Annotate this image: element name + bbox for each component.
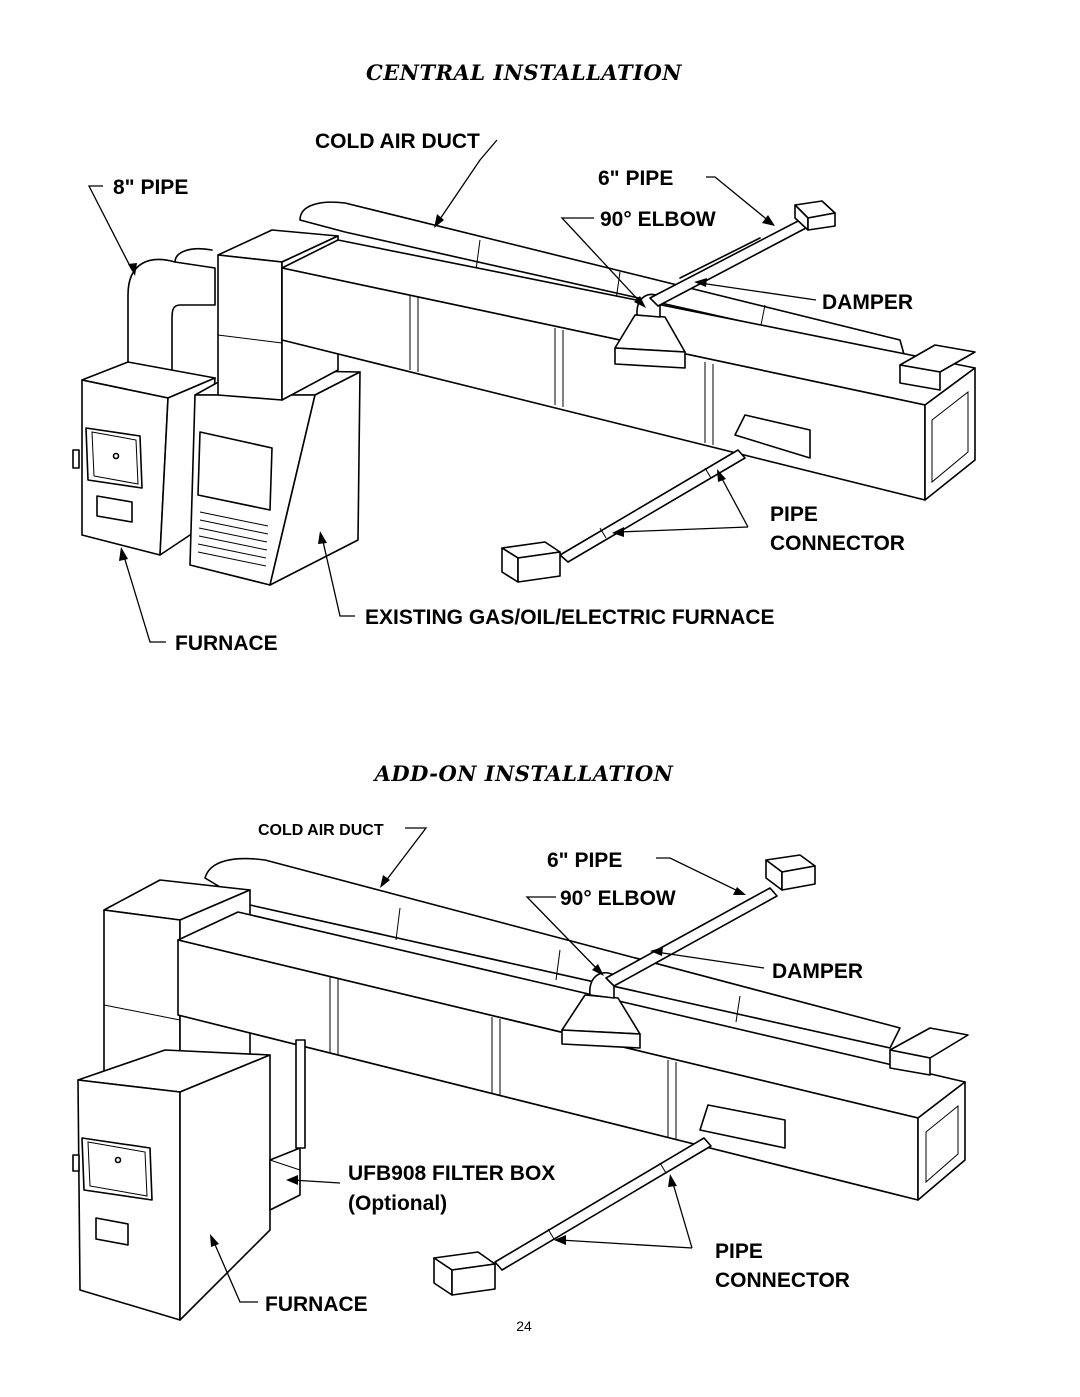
pipe-6-label-central: 6" PIPE — [598, 167, 673, 190]
filter-box-label: UFB908 FILTER BOX — [348, 1162, 555, 1185]
page-number: 24 — [516, 1318, 532, 1334]
damper-label-addon: DAMPER — [772, 960, 863, 983]
filter-box-optional-label: (Optional) — [348, 1192, 447, 1215]
pipe-label-central: PIPE — [770, 503, 818, 526]
cold-air-duct-central — [299, 201, 906, 359]
connector-label-central: CONNECTOR — [770, 532, 905, 555]
elbow-90-label-addon: 90° ELBOW — [560, 887, 676, 910]
rear-branch-pipe-addon — [561, 854, 816, 1049]
cold-air-duct-label-addon: COLD AIR DUCT — [258, 822, 384, 839]
pipe-label-addon: PIPE — [715, 1240, 763, 1263]
furnace-label-addon: FURNACE — [265, 1293, 368, 1316]
firebox-door-icon-addon — [81, 1137, 153, 1201]
elbow-90-label-central: 90° ELBOW — [600, 208, 716, 231]
cold-air-duct-addon — [204, 857, 901, 1049]
furnace-label-central: FURNACE — [175, 632, 278, 655]
cold-air-duct-label-central: COLD AIR DUCT — [315, 130, 480, 153]
filter-box — [269, 1147, 301, 1211]
pipe-8-label: 8" PIPE — [113, 176, 188, 199]
addon-installation-title: ADD-ON INSTALLATION — [373, 761, 674, 786]
existing-furnace-label: EXISTING GAS/OIL/ELECTRIC FURNACE — [365, 606, 775, 629]
front-branch-pipe-central — [501, 414, 811, 583]
front-branch-pipe-addon — [433, 1104, 786, 1296]
addon-installation-diagram: ADD-ON INSTALLATION — [72, 761, 969, 1321]
connector-label-addon: CONNECTOR — [715, 1269, 850, 1292]
pipe-6-label-addon: 6" PIPE — [547, 849, 622, 872]
pipe-8-inch — [127, 247, 216, 381]
rear-branch-pipe-central — [614, 200, 836, 369]
central-installation-title: CENTRAL INSTALLATION — [366, 60, 682, 85]
central-installation-diagram: CENTRAL INSTALLATION — [72, 60, 976, 655]
wood-furnace-addon — [72, 879, 271, 1321]
damper-label-central: DAMPER — [822, 291, 913, 314]
